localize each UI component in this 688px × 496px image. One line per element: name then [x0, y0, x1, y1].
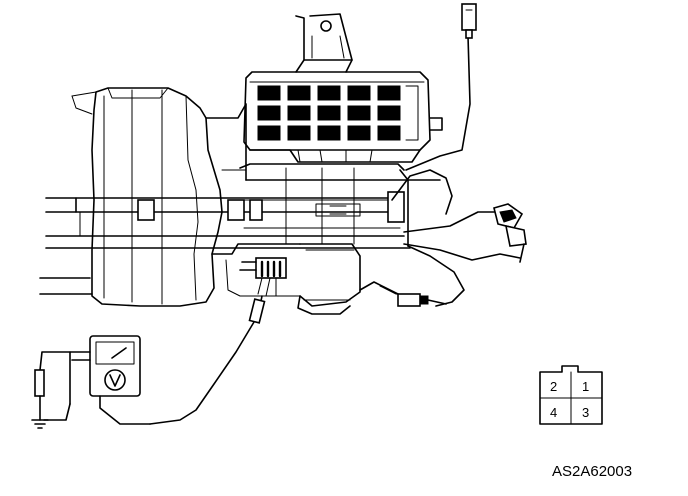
connector-pin-2: 2	[550, 379, 557, 394]
top-plug	[461, 3, 477, 39]
bottom-connector	[397, 293, 447, 307]
ground-icon	[31, 351, 71, 429]
figure-reference-code: AS2A62003	[552, 463, 632, 480]
wiring-harness	[359, 3, 527, 307]
motor-connector	[239, 257, 287, 297]
coolant-pipes	[39, 191, 411, 295]
connector-pin-1: 1	[582, 379, 589, 394]
blower-motor	[297, 243, 361, 315]
mounting-bracket	[295, 13, 353, 73]
center-duct	[205, 103, 301, 297]
blower-unit-icon	[39, 3, 527, 315]
air-intake-grille	[243, 71, 443, 151]
harness-connector	[493, 203, 527, 263]
connector-pin-4: 4	[550, 405, 557, 420]
connector-pin-3: 3	[582, 405, 589, 420]
voltmeter-icon	[43, 335, 151, 425]
reservoir-housing	[71, 87, 223, 307]
probe-lead	[149, 295, 266, 425]
connector-face-icon: 2 1 4 3	[539, 365, 603, 425]
